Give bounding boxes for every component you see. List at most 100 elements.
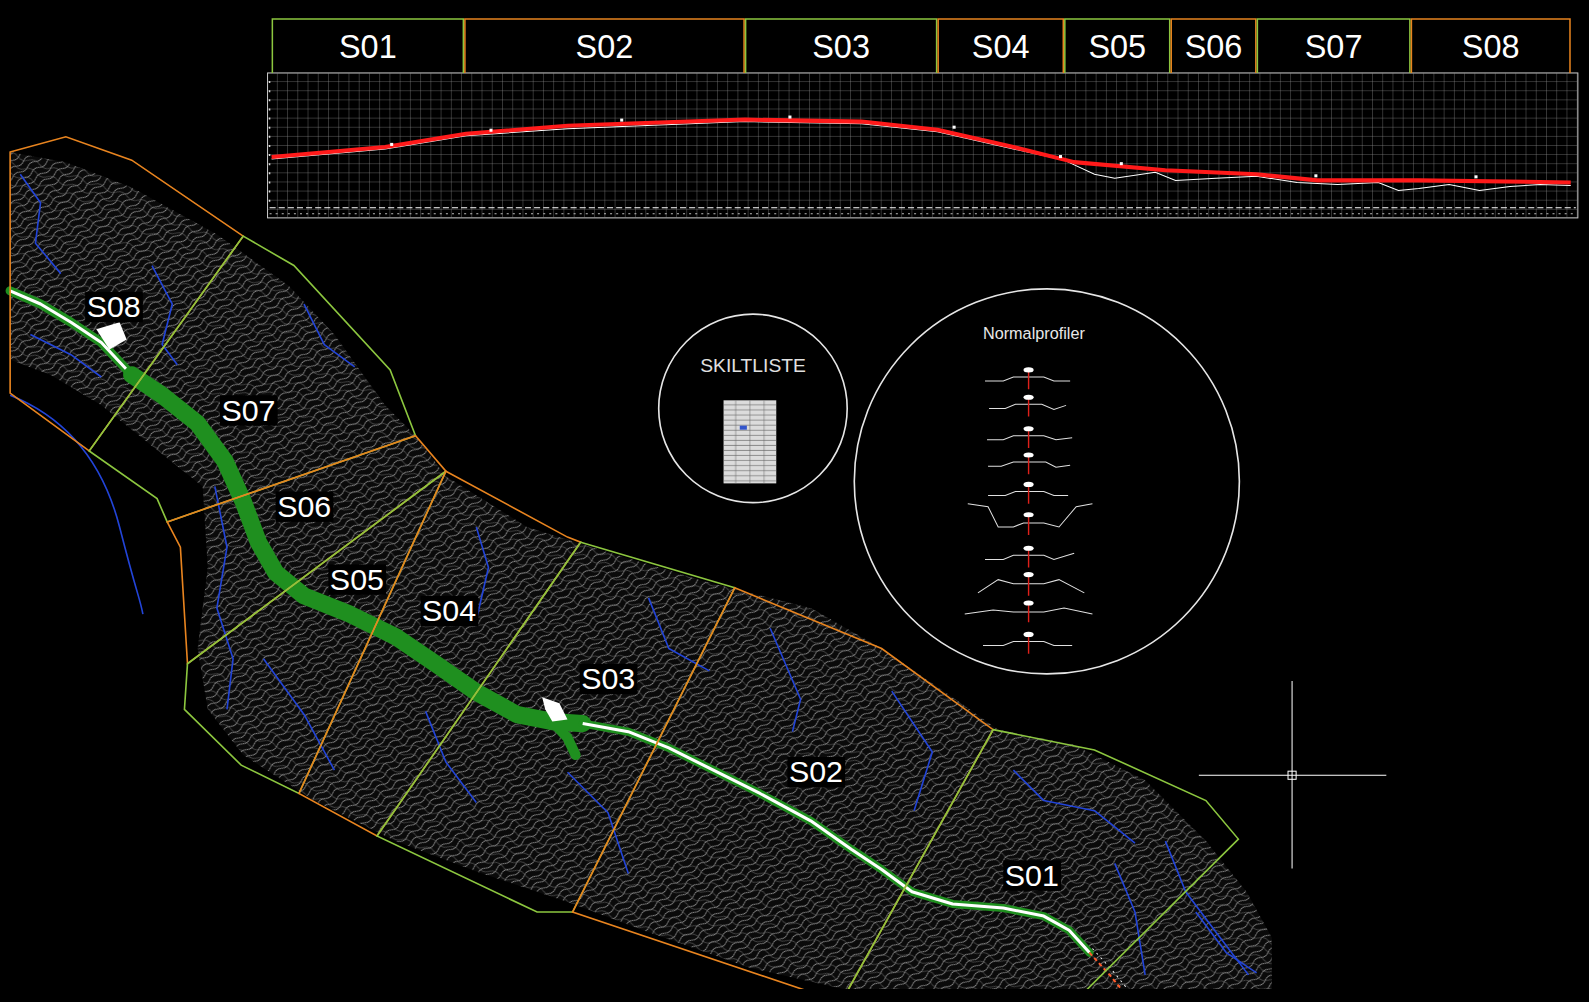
sheet-header-cell: S05	[1064, 18, 1170, 73]
profile-grid	[268, 73, 1578, 218]
profile-baseline	[270, 207, 1576, 208]
sheet-label: S03	[579, 664, 637, 694]
road-corridor	[132, 375, 583, 724]
sheet-label: S02	[576, 30, 634, 62]
sheet-label: S04	[972, 30, 1030, 62]
detail-title: Normalprofiler	[983, 326, 1085, 342]
terrain-contours	[10, 152, 1272, 989]
sheet-header-cell: S07	[1257, 18, 1411, 73]
sheet-frame: S08	[8, 135, 245, 453]
sheet-label: S07	[219, 395, 277, 425]
sheet-label: S03	[812, 30, 870, 62]
sheet-header-cell: S01	[272, 18, 465, 73]
cell-outline	[1411, 19, 1570, 73]
sheet-frame: S07	[87, 234, 417, 524]
node-outline	[839, 728, 1240, 989]
profile-point	[1059, 155, 1062, 158]
stream	[152, 266, 177, 365]
node-outline	[571, 586, 996, 989]
node-outline	[165, 434, 448, 666]
sheet-label: S01	[339, 30, 397, 62]
node-outline	[297, 469, 583, 838]
cell-outline	[465, 19, 744, 73]
road-corridor	[583, 724, 1090, 953]
sheet-frame: S04	[297, 469, 583, 838]
stream	[1165, 841, 1248, 975]
cross-section-mark	[1024, 395, 1034, 400]
cell-outline	[1257, 19, 1410, 73]
cell-outline	[1065, 19, 1170, 73]
node-outline	[87, 234, 417, 524]
cross-section-mark	[1024, 452, 1034, 457]
cross-section-mark	[1024, 572, 1034, 577]
sheet-label: S08	[85, 292, 143, 322]
stream	[263, 659, 334, 770]
road-centerline	[583, 724, 1090, 953]
cross-section	[985, 553, 1074, 559]
cross-section-mark	[1024, 426, 1034, 431]
cross-section-mark	[1024, 546, 1034, 551]
stream	[215, 486, 233, 709]
stream	[567, 772, 628, 873]
crosshair-box	[1288, 771, 1296, 779]
stream	[426, 711, 477, 802]
sheet-frame: S01	[839, 728, 1240, 989]
detail-title: SKILTLISTE	[700, 355, 806, 374]
cross-section	[989, 404, 1066, 409]
stream	[770, 628, 800, 731]
sheet-header-cell: S08	[1411, 18, 1571, 73]
sheet-outline	[573, 588, 994, 989]
sheet-frame: S06	[165, 434, 448, 666]
stream	[20, 174, 61, 273]
circle-outline	[659, 314, 847, 502]
sheet-outline	[167, 436, 446, 664]
stream	[304, 304, 355, 367]
cross-section-mark	[1024, 367, 1034, 372]
profile-axis	[269, 81, 271, 203]
sign-list-circle: SKILTLISTE	[657, 312, 850, 505]
road-continuation	[1092, 949, 1135, 989]
profile-point	[788, 116, 791, 119]
profile-point	[489, 129, 492, 132]
cross-section	[985, 377, 1070, 381]
profile-ticks	[270, 213, 1576, 214]
terrain-area	[10, 152, 1272, 989]
cross-section	[968, 504, 1093, 527]
cross-section-marks	[1024, 367, 1034, 637]
sheet-outline	[184, 471, 445, 793]
sheet-outline	[841, 730, 1238, 989]
structure-mark	[96, 322, 126, 349]
cross-section-mark	[1024, 482, 1034, 487]
profile-point	[953, 126, 956, 129]
sheet-header-cell: S02	[464, 18, 745, 73]
sheet-header-cell: S06	[1170, 18, 1256, 73]
sheet-label: S06	[275, 491, 333, 521]
cross-section	[978, 580, 1084, 593]
sheet-label: S05	[1088, 30, 1146, 62]
sheet-label: S02	[787, 757, 845, 787]
sheet-frame: S02	[571, 586, 996, 989]
road-continuation	[1089, 953, 1132, 989]
profile-point	[1474, 175, 1477, 178]
profile-frame	[268, 73, 1578, 218]
profile-point	[620, 119, 623, 122]
profile-point	[1314, 174, 1317, 177]
sheet-label: S05	[328, 564, 386, 594]
sheet-header-cell: S04	[937, 18, 1064, 73]
sign-table-mark	[740, 426, 747, 430]
cross-section-mark	[1024, 512, 1034, 517]
cross-section-mark	[1024, 632, 1034, 637]
sheet-label: S08	[1462, 30, 1520, 62]
cross-section-mark	[1024, 600, 1034, 605]
terrain-contours	[10, 152, 1272, 989]
road-profile-line	[272, 120, 1571, 183]
cell-outline	[938, 19, 1063, 73]
stream	[892, 691, 933, 811]
sheet-label: S06	[1185, 30, 1243, 62]
road-branch	[552, 722, 575, 755]
node-outline	[852, 287, 1241, 676]
sheet-outline	[10, 137, 243, 451]
